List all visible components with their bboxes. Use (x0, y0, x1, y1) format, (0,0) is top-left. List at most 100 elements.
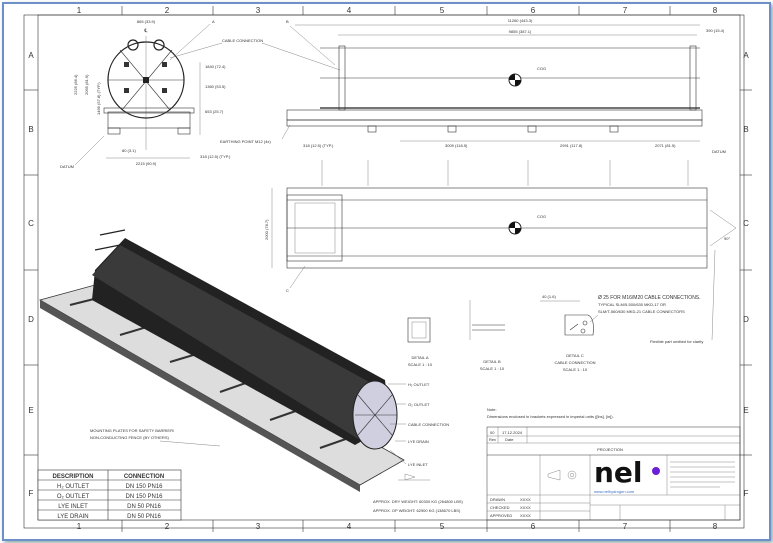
drawing-line (567, 470, 577, 480)
table-header: CONNECTION (124, 474, 164, 480)
drawing-line (289, 25, 336, 66)
drawing-line: Date (505, 437, 514, 442)
drawing-line (580, 328, 586, 334)
zone-label: 4 (347, 6, 352, 15)
drawing-line (40, 300, 360, 492)
dimension: 390 (15.4) (706, 28, 725, 33)
dimension: 11260 (443.3) (508, 18, 533, 23)
dimension: 1466 (57.8) (TYP.) (96, 82, 101, 115)
drawing-line (107, 127, 121, 135)
datum-label: DATUM (712, 149, 726, 154)
drawing-line (162, 88, 167, 93)
drawing-line (74, 135, 105, 166)
table-cell: LYE INLET (58, 504, 88, 510)
zone-label: D (28, 315, 34, 324)
drawing-line (509, 74, 521, 86)
table-cell: O₂ OUTLET (57, 494, 90, 500)
zone-label: B (28, 125, 33, 134)
drawing-line (547, 469, 561, 481)
logo-dot (652, 467, 660, 475)
zone-label: D (743, 315, 749, 324)
notes-title: Note: (487, 407, 497, 412)
drawing-line: XXXX (520, 505, 531, 510)
zone-label: A (28, 51, 34, 60)
nel-logo: nel (594, 456, 643, 489)
drawing-line: CHECKED (490, 505, 510, 510)
drawing-line (589, 314, 599, 323)
drawing-line: DETAIL B (483, 359, 501, 364)
drawing-line (294, 202, 336, 254)
zone-label: E (28, 406, 33, 415)
callout-cable-connection: CABLE CONNECTION (408, 422, 449, 427)
drawing-line (261, 42, 341, 71)
drawing-line: DETAIL A (411, 355, 428, 360)
drawing-line (367, 125, 377, 133)
zone-label: 3 (256, 6, 261, 15)
dimension: 2000 (78.7) (264, 219, 269, 240)
table-cell: DN 150 PN16 (125, 484, 163, 490)
drawing-line (37, 469, 182, 521)
isometric-view (38, 229, 405, 492)
inner-border (37, 14, 741, 521)
isometric-callouts: H₂ OUTLET O₂ OUTLET CABLE CONNECTION LYE… (90, 382, 449, 481)
zone-label: C (28, 219, 34, 228)
drawing-line (286, 194, 343, 262)
dimension: 318 (12.5) (TYP.) (303, 143, 334, 148)
callout-lye-inlet: LYE INLET (408, 462, 428, 467)
earthing-point-label: EARTHING POINT M12 (4x) (220, 139, 271, 144)
drawing-line (447, 125, 457, 133)
projection-label: PROJECTION (597, 447, 623, 452)
drawing-line (509, 222, 521, 234)
top-view: COG 2000 (78.7) 90° C Flexible part omit… (264, 160, 737, 344)
drawing-line (124, 62, 129, 67)
zone-label: C (743, 219, 749, 228)
drawing-line (398, 473, 430, 481)
drawing-line (711, 249, 716, 341)
cog-label: COG (537, 66, 546, 71)
drawing-line: SCALE 1 : 10 (563, 367, 588, 372)
callout-o2-outlet: O₂ OUTLET (408, 402, 430, 407)
zone-label: 1 (77, 6, 82, 15)
zone-label: A (743, 51, 749, 60)
drawing-line (143, 77, 149, 83)
drawing-line: 17.12.2024 (502, 430, 523, 435)
dimension: 865 (33.9) (137, 19, 156, 24)
zone-label: 7 (623, 522, 628, 531)
table-cell: DN 150 PN16 (125, 494, 163, 500)
flexible-part-note: Flexible part omitted for clarity (650, 339, 703, 344)
drawing-line (103, 107, 195, 114)
mounting-note-line: MOUNTING PLATES FOR SAFETY BARRIER/ (90, 428, 175, 433)
zone-label: B (743, 125, 748, 134)
front-view: 865 (33.9) ℄ 2225 (86.4) 2095 (81.9) 146… (60, 19, 341, 169)
drawing-line: CABLE CONNECTION (554, 360, 595, 365)
detail-callout-c: C (286, 288, 289, 293)
dimension: 90° (724, 236, 730, 241)
drawing-line (709, 209, 737, 247)
cable-note-line: TYPICAL SLM/5-500/630 MKD-17 OR (598, 302, 666, 307)
drawing-line (609, 125, 619, 133)
drawing-line (127, 39, 139, 51)
drawing-line (289, 265, 306, 289)
cable-connection-label: CABLE CONNECTION (222, 38, 263, 43)
zone-label: 1 (77, 522, 82, 531)
drawing-line (582, 320, 588, 326)
drawing-line (153, 39, 165, 51)
zone-label: 8 (713, 522, 718, 531)
drawing-line (527, 125, 537, 133)
table-cell: LYE DRAIN (57, 514, 88, 520)
drawing-line (92, 245, 380, 440)
drawing-line (286, 109, 703, 121)
zone-label: 3 (256, 522, 261, 531)
title-block-text-lines (670, 461, 735, 488)
zone-label: E (743, 406, 748, 415)
zone-label: 8 (713, 6, 718, 15)
website-link[interactable]: www.nelhydrogen.com (594, 489, 635, 494)
table-cell: DN 50 PN16 (127, 514, 161, 520)
drawing-line: XXXX (520, 513, 531, 518)
drawing-line (486, 426, 741, 521)
drawing-line: APPROVED (490, 513, 512, 518)
